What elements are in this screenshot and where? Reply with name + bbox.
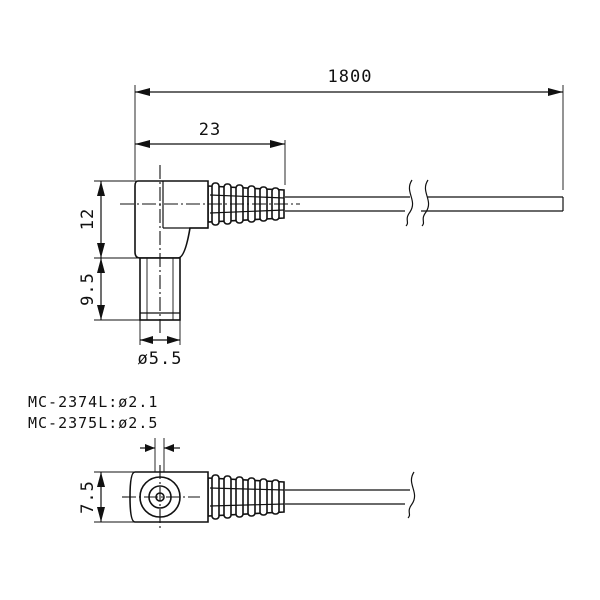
- arrow-body-top: [97, 181, 105, 196]
- head-length-label: 23: [199, 120, 221, 140]
- arrow-plug-bottom: [97, 305, 105, 320]
- model-list: MC-2374L:ø2.1 MC-2375L:ø2.5: [28, 393, 158, 432]
- front-view: 7.5: [78, 438, 416, 530]
- plug-body: [134, 180, 209, 259]
- arrow-hw-top: [97, 472, 105, 487]
- arrow-plug-top: [97, 258, 105, 273]
- arrow-right: [548, 88, 563, 96]
- arrow-dia-right: [167, 336, 180, 344]
- arrow-head-right: [270, 140, 285, 148]
- plug-diameter-label: ø5.5: [138, 349, 183, 369]
- cable-break-left: [405, 179, 414, 227]
- model-label-2: MC-2375L:ø2.5: [28, 414, 158, 432]
- overall-length-label: 1800: [328, 67, 373, 87]
- arrow-dia-left: [140, 336, 153, 344]
- body-height-label: 12: [78, 208, 98, 230]
- side-view: 1800 23 12 9.5: [78, 67, 564, 369]
- cable-break-bottom: [407, 471, 416, 519]
- cable-break-right: [421, 179, 430, 227]
- arrow-hw-bottom: [97, 507, 105, 522]
- plug-length-label: 9.5: [78, 272, 98, 306]
- strain-relief-bottom: [207, 474, 285, 520]
- arrow-body-bottom: [97, 243, 105, 258]
- head-width-label: 7.5: [78, 480, 98, 514]
- arrow-head-left: [135, 140, 150, 148]
- model-label-1: MC-2374L:ø2.1: [28, 393, 158, 411]
- arrow-left: [135, 88, 150, 96]
